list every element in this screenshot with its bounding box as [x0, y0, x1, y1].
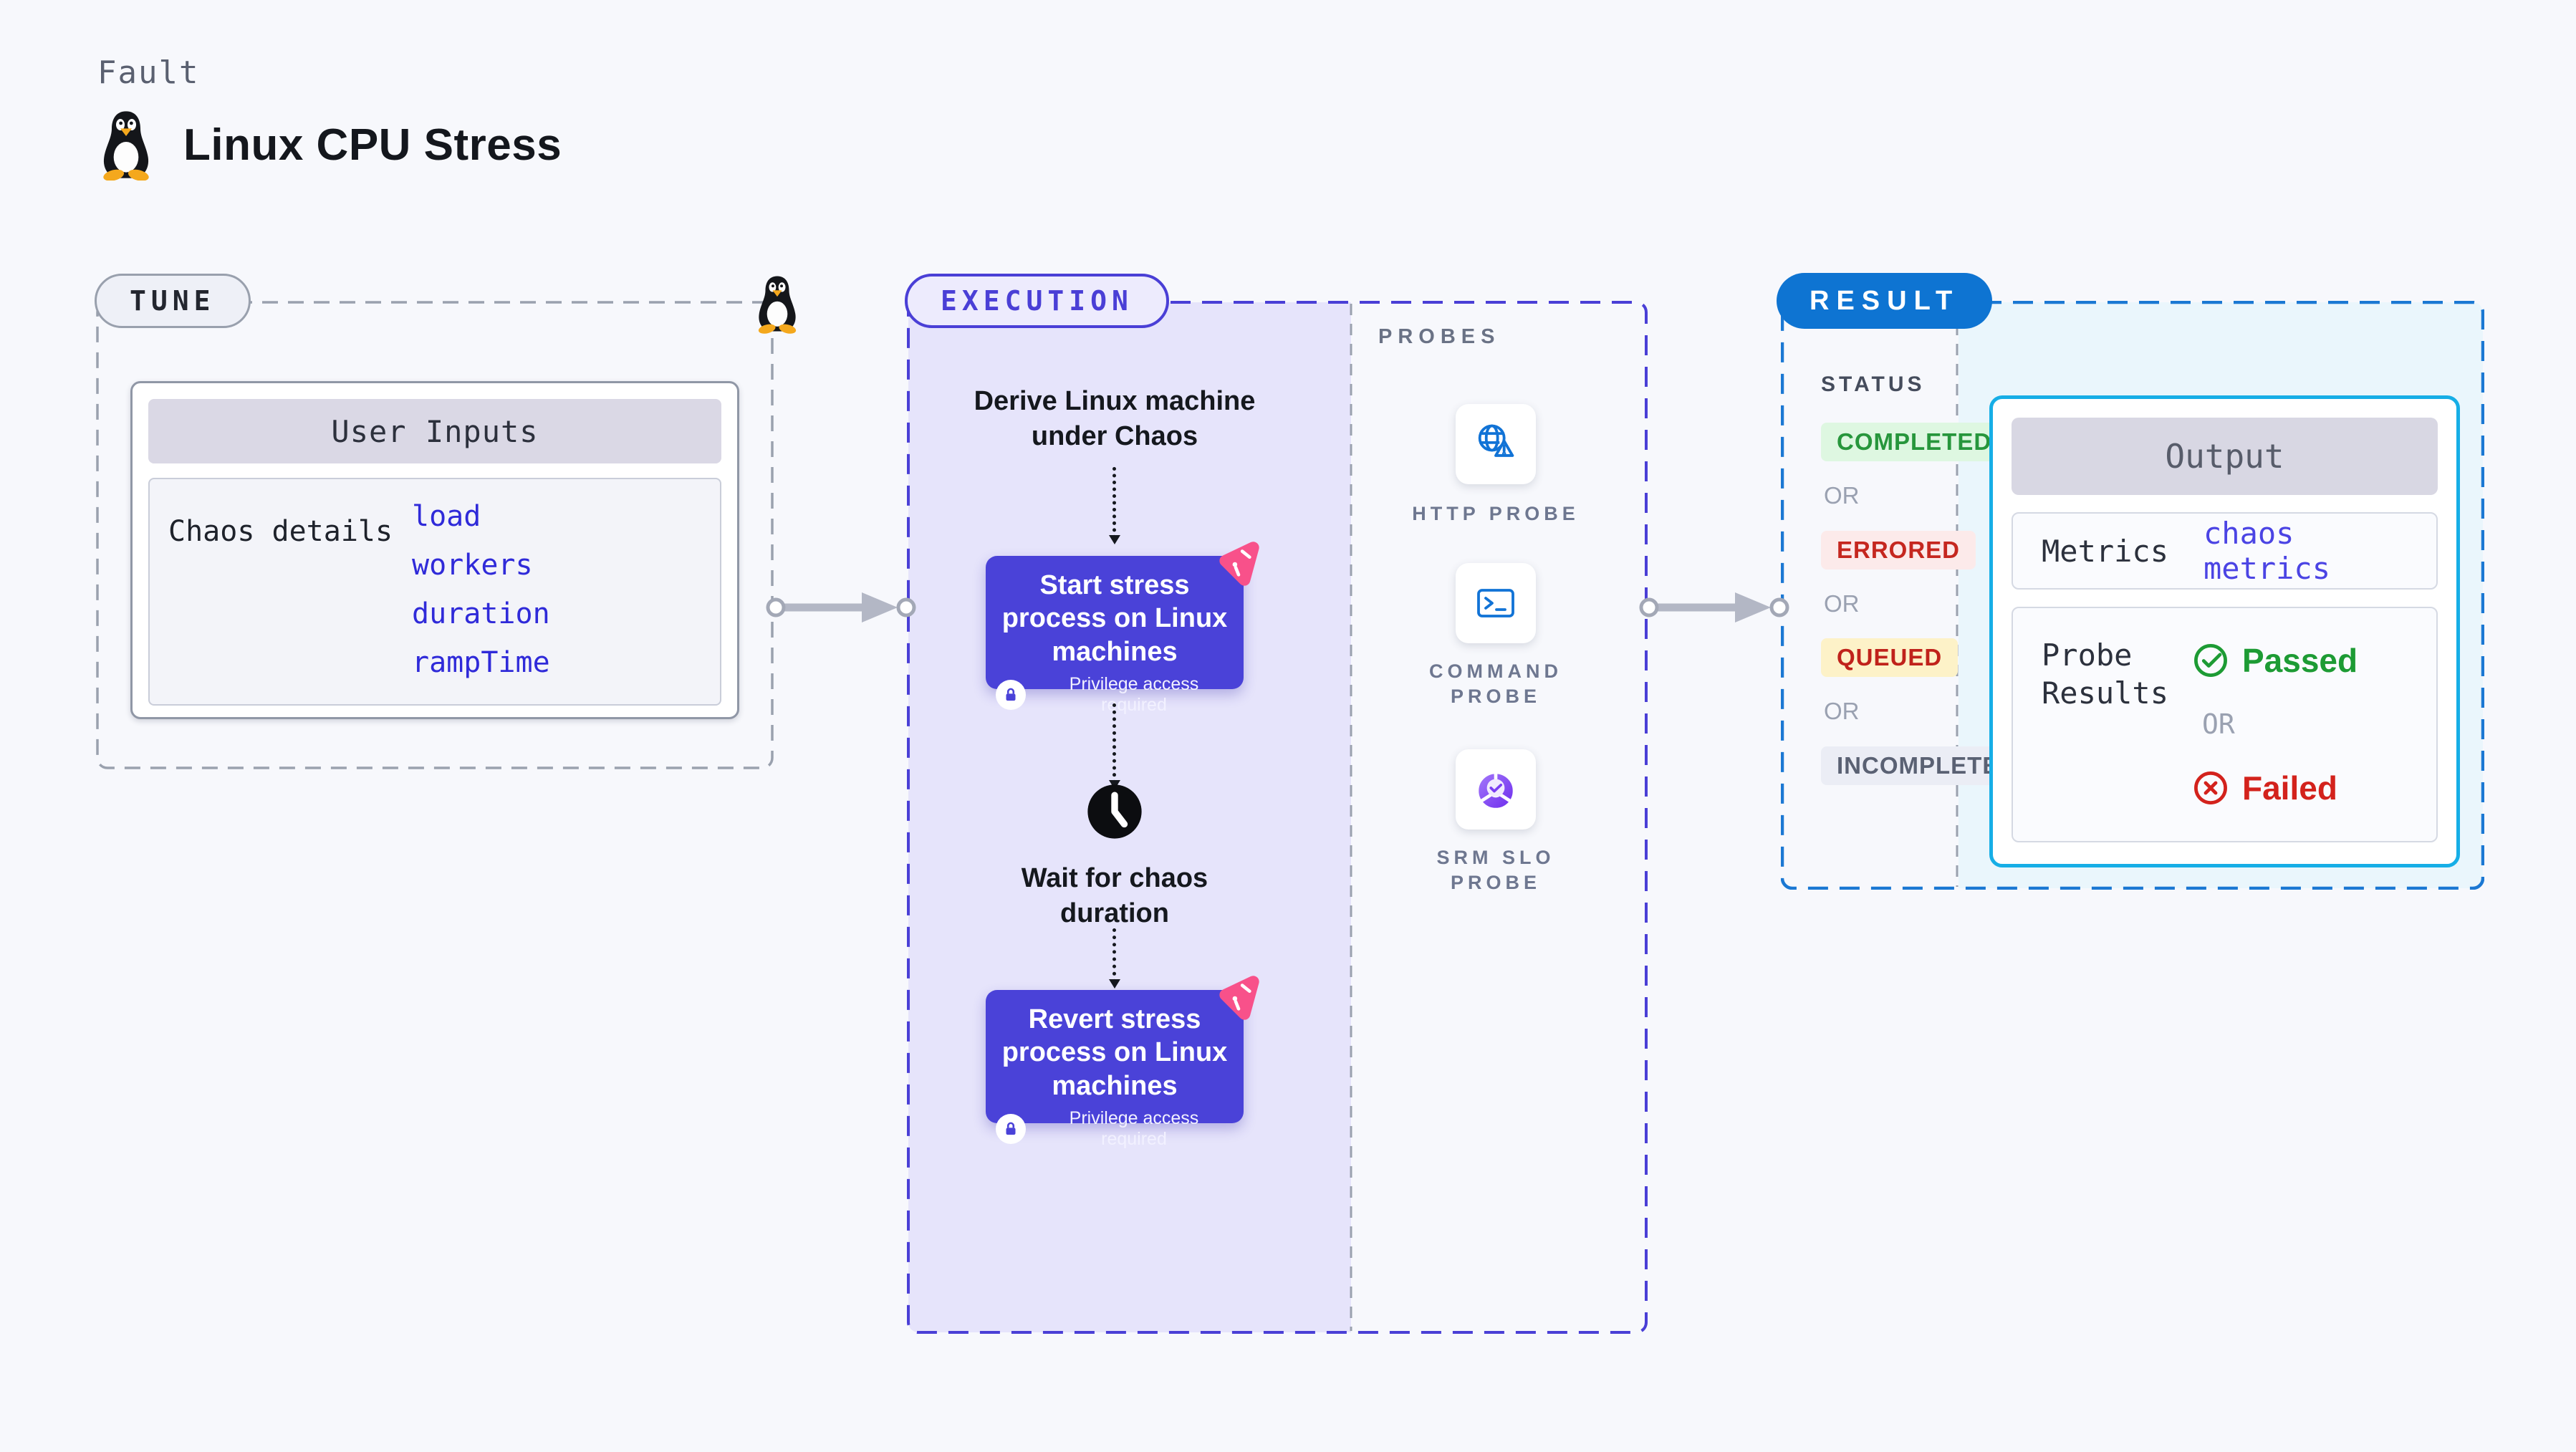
- chaos-input-list: load workers duration rampTime: [412, 502, 550, 677]
- privilege-note: Privilege access required: [1069, 674, 1199, 716]
- status-label: STATUS: [1821, 372, 1926, 396]
- start-stress-step[interactable]: Start stress process on Linux machines P…: [986, 556, 1244, 715]
- privilege-note: Privilege access required: [1069, 1108, 1199, 1150]
- chaos-logo-icon: [1219, 542, 1259, 586]
- chaos-details-label: Chaos details: [168, 515, 393, 548]
- status-badge-queued: QUEUED: [1821, 638, 1959, 678]
- fault-kicker: Fault: [97, 54, 200, 91]
- passed-outcome: Passed: [2192, 641, 2358, 680]
- http-probe-label: HTTP PROBE: [1412, 503, 1580, 524]
- user-inputs-header: User Inputs: [148, 399, 721, 463]
- flow-arrow-down-icon: [1109, 467, 1120, 544]
- user-inputs-card: User Inputs Chaos details load workers d…: [130, 381, 739, 719]
- user-inputs-body: Chaos details load workers duration ramp…: [148, 478, 721, 706]
- or-separator: OR: [1824, 590, 1860, 617]
- derive-step-text: Derive Linux machine under Chaos: [974, 386, 1256, 451]
- srm-slo-probe-label: SRM SLO PROBE: [1436, 847, 1555, 894]
- execution-section: EXECUTION Derive Linux machine under Cha…: [905, 274, 1648, 1334]
- lock-icon: [996, 1114, 1026, 1145]
- or-separator: OR: [1824, 482, 1860, 509]
- privilege-row: Privilege access required: [996, 1108, 1234, 1150]
- check-circle-icon: [2194, 644, 2227, 677]
- start-stress-title: Start stress process on Linux machines: [1001, 570, 1228, 667]
- slo-donut-icon: [1479, 773, 1513, 808]
- command-probe-label: COMMAND PROBE: [1429, 660, 1562, 708]
- result-badge: RESULT: [1777, 273, 1993, 329]
- input-link-workers[interactable]: workers: [412, 549, 533, 582]
- tune-to-execution-arrow: [766, 592, 916, 622]
- tune-badge: TUNE: [95, 274, 251, 328]
- probe-outcomes: Passed OR Failed: [2192, 641, 2358, 807]
- execution-flow: Derive Linux machine under Chaos Start s…: [907, 301, 1351, 1334]
- tune-section: TUNE User Inputs Chaos details load work…: [95, 274, 797, 769]
- input-link-load[interactable]: load: [412, 500, 481, 533]
- probe-results-row: Probe Results Passed OR: [2012, 607, 2438, 842]
- linux-tux-small-icon: [758, 276, 797, 334]
- passed-label: Passed: [2242, 642, 2358, 679]
- execution-badge: EXECUTION: [905, 274, 1169, 328]
- input-link-ramptime[interactable]: rampTime: [412, 646, 550, 679]
- status-badge-completed: COMPLETED: [1821, 423, 2008, 462]
- wait-step-text: Wait for chaos duration: [1021, 863, 1208, 928]
- revert-stress-step[interactable]: Revert stress process on Linux machines …: [986, 990, 1244, 1149]
- result-section: RESULT STATUS COMPLETED OR ERRORED OR QU…: [1777, 273, 2484, 890]
- flow-arrow-down-icon: [1109, 703, 1120, 789]
- linux-tux-icon: [103, 111, 149, 181]
- globe-alert-icon: [1478, 424, 1514, 457]
- probes-label: PROBES: [1378, 325, 1501, 348]
- terminal-icon: [1477, 589, 1514, 617]
- page-title: Linux CPU Stress: [183, 120, 562, 170]
- chaos-logo-icon: [1219, 976, 1259, 1020]
- output-header: Output: [2012, 418, 2438, 495]
- command-probe-card[interactable]: [1456, 563, 1536, 643]
- or-separator: OR: [1824, 698, 1860, 725]
- output-card: Output Metrics chaos metrics Probe Resul…: [1989, 395, 2460, 867]
- srm-slo-probe-card[interactable]: [1456, 749, 1536, 830]
- input-link-duration[interactable]: duration: [412, 597, 550, 630]
- title-row: Linux CPU Stress: [97, 109, 562, 181]
- probe-results-label: Probe Results: [2042, 638, 2169, 711]
- privilege-row: Privilege access required: [996, 674, 1234, 716]
- lock-icon: [996, 680, 1026, 711]
- http-probe-card[interactable]: [1456, 404, 1536, 484]
- or-separator: OR: [2202, 708, 2235, 740]
- chaos-metrics-link[interactable]: chaos metrics: [2203, 516, 2331, 586]
- metrics-label: Metrics: [2042, 533, 2169, 569]
- flow-arrow-down-icon: [1109, 928, 1120, 989]
- probes-panel: PROBES HTTP PROBE COMMA: [1351, 302, 1646, 1332]
- revert-stress-title: Revert stress process on Linux machines: [1001, 1004, 1228, 1101]
- failed-outcome: Failed: [2192, 769, 2358, 807]
- status-badge-errored: ERRORED: [1821, 530, 1976, 569]
- execution-to-result-arrow: [1639, 592, 1789, 622]
- clock-icon: [1084, 781, 1145, 842]
- metrics-row: Metrics chaos metrics: [2012, 512, 2438, 590]
- x-circle-icon: [2194, 771, 2227, 804]
- failed-label: Failed: [2242, 769, 2337, 807]
